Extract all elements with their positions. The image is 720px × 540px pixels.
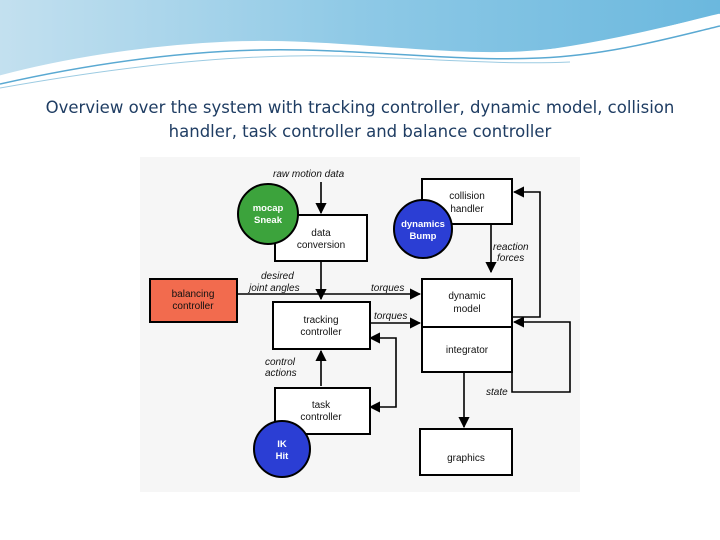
box-line: conversion [297, 240, 345, 251]
svg-text:reaction: reaction [493, 242, 529, 253]
svg-text:controller: controller [300, 327, 342, 338]
control-actions-label: control [265, 357, 296, 368]
svg-text:Hit: Hit [276, 451, 290, 462]
ik-hit-circle: IK Hit [253, 420, 311, 478]
torques-label: torques [374, 311, 407, 322]
svg-text:dynamic: dynamic [448, 291, 485, 302]
svg-text:handler: handler [450, 204, 484, 215]
slide-title: Overview over the system with tracking c… [45, 98, 675, 141]
box-line: balancing [172, 289, 215, 300]
svg-text:mocap: mocap [253, 203, 284, 214]
svg-text:graphics: graphics [447, 453, 485, 464]
box-line: dynamic [448, 291, 485, 302]
svg-text:state: state [486, 387, 508, 398]
svg-text:data: data [311, 228, 331, 239]
box-line: collision [449, 191, 485, 202]
reaction-forces-label: forces [497, 253, 524, 264]
svg-text:IK: IK [277, 439, 287, 450]
svg-text:conversion: conversion [297, 240, 345, 251]
circle-line: Sneak [254, 215, 283, 226]
svg-text:Bump: Bump [410, 231, 437, 242]
data-conversion-box: data conversion [274, 214, 368, 262]
svg-text:controller: controller [172, 301, 214, 312]
box-line: graphics [447, 453, 485, 464]
tracking-controller-box: tracking controller [272, 301, 371, 350]
state-to-dynamic-feedback-arrow [511, 316, 571, 393]
circle-line: mocap [253, 203, 284, 214]
svg-text:Sneak: Sneak [254, 215, 283, 226]
dynamics-bump-circle: dynamics Bump [393, 199, 453, 259]
svg-text:raw motion data: raw motion data [273, 169, 345, 180]
box-line: controller [300, 412, 342, 423]
raw-motion-data-label: raw motion data [273, 169, 345, 180]
edge-labels: raw motion data reaction forces desired … [247, 169, 529, 398]
svg-text:desired: desired [261, 271, 294, 282]
circle-line: IK [277, 439, 287, 450]
desired-joint-angles-label: desired [261, 271, 294, 282]
box-line: controller [300, 327, 342, 338]
svg-text:task: task [312, 400, 331, 411]
svg-text:joint angles: joint angles [247, 283, 300, 294]
box-line: task [312, 400, 331, 411]
svg-text:integrator: integrator [446, 345, 489, 356]
circle-line: Bump [410, 231, 437, 242]
svg-text:torques: torques [371, 283, 404, 294]
svg-text:collision: collision [449, 191, 485, 202]
svg-text:balancing: balancing [172, 289, 215, 300]
control-actions-label: actions [265, 368, 297, 379]
integrator-box: integrator [421, 326, 513, 373]
svg-text:dynamics: dynamics [401, 219, 445, 230]
state-label: state [486, 387, 508, 398]
integrator-to-task-arrow [368, 372, 397, 413]
header-wave-decoration [0, 0, 720, 89]
box-line: model [453, 304, 480, 315]
circle-line: dynamics [401, 219, 445, 230]
graphics-box: graphics [419, 428, 513, 476]
desired-joint-angles-label: joint angles [247, 283, 300, 294]
svg-text:model: model [453, 304, 480, 315]
mocap-sneak-circle: mocap Sneak [237, 183, 299, 245]
box-line: integrator [446, 345, 489, 356]
circle-line: Hit [276, 451, 290, 462]
integrator-to-tracking-arrow [368, 332, 397, 372]
svg-text:control: control [265, 357, 296, 368]
state-to-collision-feedback-arrow [512, 186, 541, 318]
system-overview-diagram: collision handler data conversion balanc… [140, 157, 580, 492]
box-line: handler [450, 204, 484, 215]
box-line: controller [172, 301, 214, 312]
balancing-controller-box: balancing controller [149, 278, 238, 323]
torques-label: torques [371, 283, 404, 294]
box-line: tracking [303, 315, 338, 326]
svg-text:tracking: tracking [303, 315, 338, 326]
svg-text:forces: forces [497, 253, 524, 264]
reaction-forces-label: reaction [493, 242, 529, 253]
dynamic-model-box: dynamic model [421, 278, 513, 328]
box-line: data [311, 228, 331, 239]
svg-text:torques: torques [374, 311, 407, 322]
svg-text:controller: controller [300, 412, 342, 423]
svg-text:actions: actions [265, 368, 297, 379]
